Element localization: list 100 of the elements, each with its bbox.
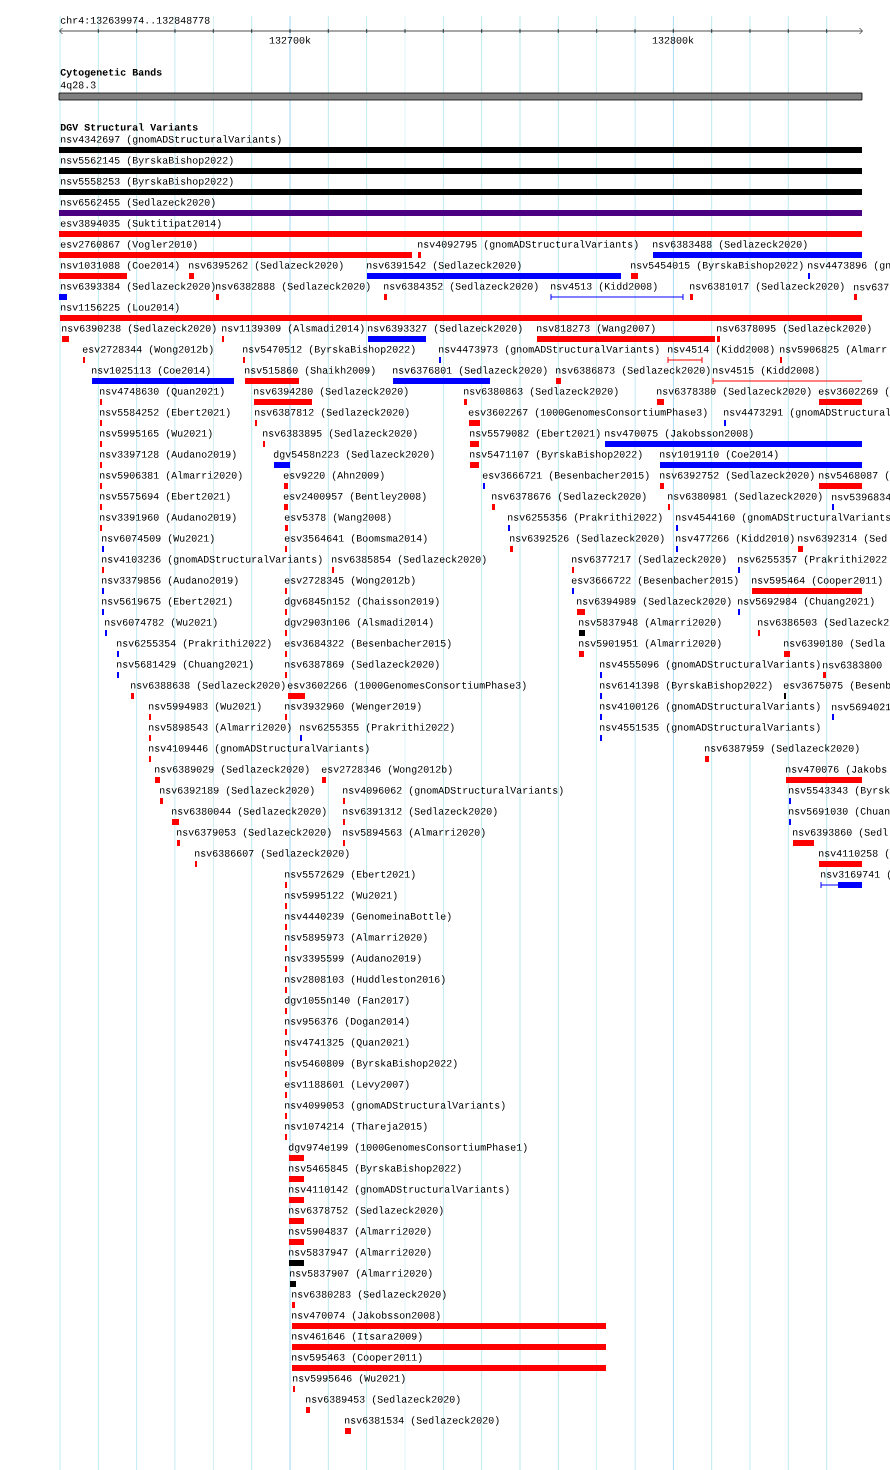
variant-label: nsv6378752 (Sedlazeck2020) <box>289 1206 443 1216</box>
variant-label: nsv6394989 (Sedlazeck2020) <box>577 597 731 607</box>
variant-label: nsv4513 (Kidd2008) <box>551 282 657 292</box>
variant-label: nsv1156225 (Lou2014) <box>61 303 179 313</box>
variant-label: dgv2903n106 (Alsmadi2014) <box>284 618 433 628</box>
variant-label: esv9220 (Ahn2009) <box>283 471 384 481</box>
variant-label: dgv5458n223 (Sedlazeck2020) <box>273 450 434 460</box>
variant-label: nsv6378380 (Sedlazeck2020) <box>657 387 811 397</box>
variant-label: nsv6392526 (Sedlazeck2020) <box>510 534 664 544</box>
variant-label: nsv6395262 (Sedlazeck2020) <box>189 261 343 271</box>
variant-label: nsv595464 (Cooper2011) <box>752 576 882 586</box>
track-heading: DGV Structural Variants <box>60 123 198 131</box>
variant-label: esv5378 (Wang2008) <box>284 513 391 523</box>
axis-label: 132700k <box>269 36 311 44</box>
variant-label: nsv6388638 (Sedlazeck2020) <box>131 681 285 691</box>
variant-label: nsv5681429 (Chuang2021) <box>117 660 253 670</box>
variant-label: nsv6391542 (Sedlazeck2020) <box>367 261 521 271</box>
variant-label: nsv4109446 (gnomADStructuralVariants) <box>149 744 369 754</box>
band-label: 4q28.3 <box>60 81 96 91</box>
variant-label: nsv6384352 (Sedlazeck2020) <box>384 282 538 292</box>
variant-label: nsv5471107 (ByrskaBishop2022) <box>470 450 642 460</box>
variant-label: nsv6386873 (Sedlazeck2020) <box>556 366 710 376</box>
variant-label: esv3564641 (Boomsma2014) <box>284 534 427 544</box>
variant-label: nsv5995165 (Wu2021) <box>100 429 212 439</box>
variant-label: nsv6255354 (Prakrithi2022) <box>117 639 271 649</box>
variant-label: esv3666722 (Besenbacher2015) <box>571 576 738 586</box>
variant-label: nsv470076 (Jakobs <box>786 765 887 775</box>
variant-label: nsv5692984 (Chuang2021) <box>738 597 874 607</box>
variant-label: nsv6391312 (Sedlazeck2020) <box>343 807 497 817</box>
variant-label: nsv4741325 (Quan2021) <box>285 1038 409 1048</box>
variant-label: nsv5995646 (Wu2021) <box>293 1374 405 1384</box>
variant-label: nsv6380863 (Sedlazeck2020) <box>464 387 618 397</box>
variant-label: nsv5468087 ( <box>819 471 889 481</box>
variant-label: nsv6141398 (ByrskaBishop2022) <box>600 681 772 691</box>
variant-label: nsv5901951 (Almarri2020) <box>579 639 721 649</box>
variant-label: nsv2808103 (Huddleston2016) <box>285 975 445 985</box>
variant-label: nsv6380044 (Sedlazeck2020) <box>172 807 326 817</box>
variant-label: esv1188601 (Levy2007) <box>284 1080 409 1090</box>
variant-label: esv2760867 (Vogler2010) <box>60 240 197 250</box>
variant-label: nsv3397128 (Audano2019) <box>100 450 236 460</box>
variant-label: nsv3932960 (Wenger2019) <box>285 702 421 712</box>
variant-label: nsv6393384 (Sedlazeck2020) <box>61 282 215 292</box>
variant-label: nsv5460809 (ByrskaBishop2022) <box>285 1059 457 1069</box>
variant-label: nsv6394280 (Sedlazeck2020) <box>254 387 408 397</box>
variant-label: dgv6845n152 (Chaisson2019) <box>284 597 439 607</box>
variant-label: nsv1074214 (Thareja2015) <box>285 1122 427 1132</box>
variant-label: nsv6387812 (Sedlazeck2020) <box>255 408 409 418</box>
variant-label: nsv5837948 (Almarri2020) <box>579 618 721 628</box>
variant-label: nsv6378676 (Sedlazeck2020) <box>492 492 646 502</box>
variant-label: nsv1139309 (Alsmadi2014) <box>222 324 364 334</box>
variant-label: nsv6389029 (Sedlazeck2020) <box>155 765 309 775</box>
variant-label: nsv6393327 (Sedlazeck2020) <box>368 324 522 334</box>
variant-label: nsv4473291 (gnomADStructural <box>724 408 890 418</box>
variant-label: nsv5543343 (Byrsk <box>789 786 890 796</box>
variant-label: nsv6074509 (Wu2021) <box>102 534 214 544</box>
variant-label: esv3684322 (Besenbacher2015) <box>284 639 451 649</box>
variant-label: nsv5894563 (Almarri2020) <box>343 828 485 838</box>
variant-label: nsv5837907 (Almarri2020) <box>290 1269 432 1279</box>
variant-label: nsv5995122 (Wu2021) <box>285 891 397 901</box>
variant-label: nsv4110142 (gnomADStructuralVariants) <box>289 1185 509 1195</box>
variant-label: nsv4555096 (gnomADStructuralVariants) <box>600 660 820 670</box>
variant-label: nsv6381534 (Sedlazeck2020) <box>345 1416 499 1426</box>
variant-label: nsv5895973 (Almarri2020) <box>285 933 427 943</box>
variant-label: esv3666721 (Besenbacher2015) <box>482 471 649 481</box>
variant-label: nsv5694021 <box>832 703 890 711</box>
variant-label: nsv6390180 (Sedla <box>784 639 885 649</box>
variant-label: esv2728344 (Wong2012b) <box>82 345 213 355</box>
variant-label: nsv4544160 (gnomADStructuralVariants <box>676 513 890 523</box>
variant-label: nsv5572629 (Ebert2021) <box>285 870 415 880</box>
variant-label: nsv3395599 (Audano2019) <box>285 954 421 964</box>
variant-label: esv2728346 (Wong2012b) <box>321 765 452 775</box>
variant-label: nsv4551535 (gnomADStructuralVariants) <box>600 723 820 733</box>
variant-label: esv3602269 ( <box>818 387 889 397</box>
variant-label: nsv6378095 (Sedlazeck2020) <box>717 324 871 334</box>
variant-label: nsv6383488 (Sedlazeck2020) <box>653 240 807 250</box>
variant-label: nsv6380283 (Sedlazeck2020) <box>292 1290 446 1300</box>
variant-label: nsv637 <box>854 283 889 291</box>
track-heading: Cytogenetic Bands <box>60 68 162 78</box>
variant-label: nsv1025113 (Coe2014) <box>92 366 210 376</box>
variant-label: nsv515860 (Shaikh2009) <box>245 366 375 376</box>
variant-label: nsv5906825 (Almarr <box>780 345 887 355</box>
variant-label: esv3675075 (Besenb <box>783 681 890 691</box>
variant-label: nsv6383800 <box>823 661 882 669</box>
variant-label: nsv6382888 (Sedlazeck2020) <box>216 282 370 292</box>
variant-label: nsv4110258 ( <box>819 849 889 859</box>
variant-label: nsv4440239 (GenomeinaBottle) <box>285 912 451 922</box>
variant-label: nsv6255355 (Prakrithi2022) <box>300 723 454 733</box>
variant-label: nsv4100126 (gnomADStructuralVariants) <box>600 702 820 712</box>
variant-label: nsv5994983 (Wu2021) <box>149 702 261 712</box>
variant-label: nsv5691030 (Chuan <box>789 807 890 817</box>
variant-label: nsv3391960 (Audano2019) <box>100 513 236 523</box>
variant-label: nsv6379053 (Sedlazeck2020) <box>177 828 331 838</box>
variant-label: nsv6377217 (Sedlazeck2020) <box>572 555 726 565</box>
variant-label: nsv6074782 (Wu2021) <box>105 618 217 628</box>
variant-label: nsv6255356 (Prakrithi2022) <box>508 513 662 523</box>
variant-label: esv2400957 (Bentley2008) <box>283 492 426 502</box>
variant-label: nsv6376801 (Sedlazeck2020) <box>393 366 547 376</box>
variant-label: esv3602266 (1000GenomesConsortiumPhase3) <box>287 681 526 691</box>
variant-label: nsv6381017 (Sedlazeck2020) <box>690 282 844 292</box>
variant-label: nsv6387869 (Sedlazeck2020) <box>285 660 439 670</box>
